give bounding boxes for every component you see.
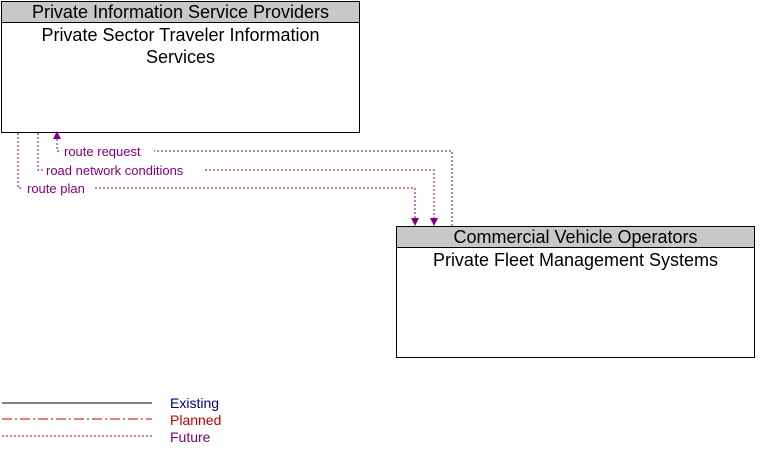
- flow-route-request-arrow: [53, 131, 61, 139]
- flow-road-network-conditions-line: [37, 133, 435, 219]
- flow-road-network-conditions-label: road network conditions: [46, 163, 184, 178]
- cvo-box-header: Commercial Vehicle Operators: [397, 227, 754, 248]
- pisp-box[interactable]: Private Information Service Providers Pr…: [1, 1, 360, 133]
- flow-route-plan-line: [17, 133, 416, 219]
- cvo-box-title: Private Fleet Management Systems: [432, 250, 719, 270]
- pisp-box-header: Private Information Service Providers: [2, 2, 359, 23]
- legend-existing-label: Existing: [170, 395, 220, 411]
- flow-route-request-label: route request: [64, 144, 141, 159]
- legend-planned-label: Planned: [170, 412, 222, 428]
- flow-route-request-line: [56, 137, 453, 226]
- flow-route-request[interactable]: route request: [53, 131, 453, 226]
- flow-route-plan[interactable]: route plan: [17, 133, 419, 226]
- legend-future-label: Future: [170, 429, 211, 445]
- cvo-box[interactable]: Commercial Vehicle Operators Private Fle…: [396, 226, 755, 358]
- flow-route-plan-label: route plan: [27, 181, 85, 196]
- flow-route-plan-arrow: [411, 218, 419, 226]
- pisp-box-title: Private Sector Traveler Information Serv…: [41, 25, 320, 67]
- flow-road-network-conditions-arrow: [430, 218, 438, 226]
- flow-road-network-conditions[interactable]: road network conditions: [37, 133, 438, 226]
